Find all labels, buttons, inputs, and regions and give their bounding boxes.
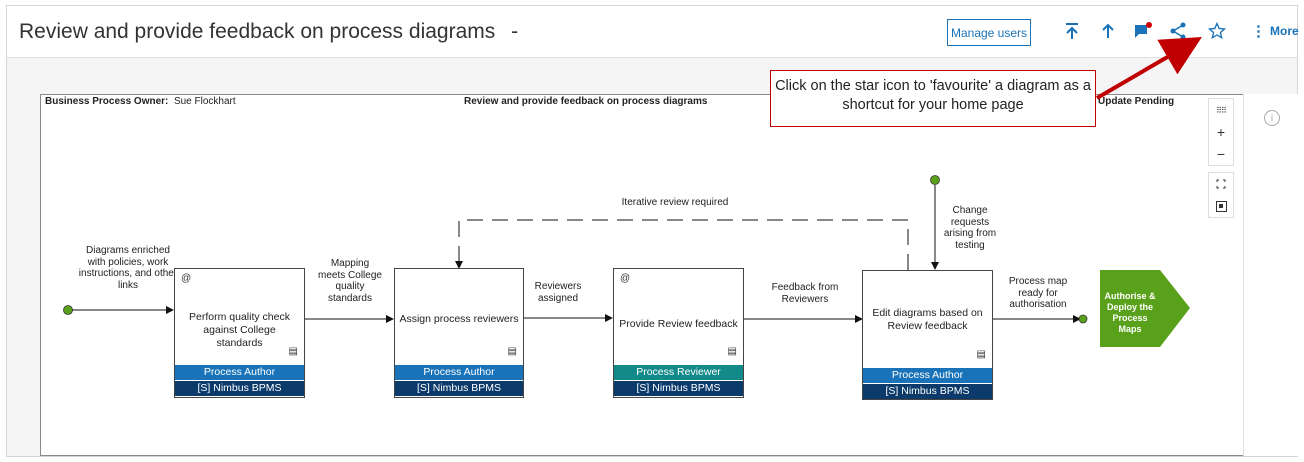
view-toolbar (1208, 172, 1234, 218)
page-title: Review and provide feedback on process d… (19, 20, 518, 44)
start-label: Diagrams enriched with policies, work in… (78, 245, 178, 291)
end-process-label: Authorise & Deploy the Process Maps (1104, 291, 1156, 334)
flow-label-mapping: Mapping meets College quality standards (318, 258, 382, 304)
change-start-event[interactable] (930, 175, 940, 185)
notes-icon[interactable]: ▤ (976, 349, 986, 360)
loop-label: Iterative review required (621, 197, 729, 208)
owner-label: Business Process Owner: (45, 96, 169, 107)
notes-icon[interactable]: ▤ (288, 346, 298, 357)
end-process-shape[interactable] (1100, 270, 1190, 347)
role-label: Process Reviewer (614, 365, 743, 380)
diagram-title: Review and provide feedback on process d… (464, 96, 708, 107)
business-process-owner: Business Process Owner: Sue Flockhart (45, 96, 236, 107)
status-label: Update Pending (1098, 96, 1175, 107)
jump-to-top-icon[interactable] (1061, 20, 1083, 42)
comments-icon[interactable] (1132, 20, 1154, 42)
page-title-text: Review and provide feedback on process d… (19, 20, 496, 43)
info-icon[interactable]: i (1264, 110, 1280, 126)
activity-provide-feedback[interactable]: @ Provide Review feedback ▤ Process Revi… (613, 268, 744, 398)
activity-quality-check[interactable]: @ Perform quality check against College … (174, 268, 305, 398)
activity-text: Perform quality check against College st… (189, 311, 290, 349)
title-dropdown[interactable]: - (511, 20, 519, 43)
star-icon[interactable] (1206, 20, 1228, 42)
activity-assign-reviewers[interactable]: Assign process reviewers ▤ Process Autho… (394, 268, 524, 398)
page-header: Review and provide feedback on process d… (7, 6, 1299, 58)
iterative-loop-connector (455, 219, 909, 270)
fit-to-screen-icon[interactable] (1209, 173, 1233, 195)
system-label: [S] Nimbus BPMS (395, 381, 523, 396)
activity-text: Provide Review feedback (619, 318, 738, 330)
flow-label-reviewers: Reviewers assigned (534, 281, 582, 304)
end-event[interactable] (1078, 314, 1088, 324)
up-arrow-icon[interactable] (1097, 20, 1119, 42)
system-label: [S] Nimbus BPMS (614, 381, 743, 396)
callout-arrow (1095, 36, 1202, 100)
flow-label-feedback: Feedback from Reviewers (771, 282, 839, 305)
more-vert-icon: ⋮ (1251, 23, 1266, 40)
attachment-icon[interactable]: @ (181, 273, 192, 284)
overview-map-icon[interactable] (1209, 195, 1233, 217)
zoom-in-button[interactable]: + (1216, 124, 1226, 140)
change-label: Change requests arising from testing (943, 205, 997, 251)
role-label: Process Author (175, 365, 304, 380)
tooltip-callout: Click on the star icon to 'favourite' a … (770, 70, 1096, 127)
role-label: Process Author (395, 365, 523, 380)
notes-icon[interactable]: ▤ (727, 346, 737, 357)
flow-label-ready: Process map ready for authorisation (1008, 276, 1068, 310)
manage-users-button[interactable]: Manage users (947, 19, 1031, 46)
side-panel: i (1243, 94, 1300, 456)
zoom-toolbar: ⠿⠿ + − (1208, 98, 1234, 166)
system-label: [S] Nimbus BPMS (175, 381, 304, 396)
attachment-icon[interactable]: @ (620, 273, 631, 284)
role-label: Process Author (863, 368, 992, 383)
activity-text: Assign process reviewers (399, 313, 519, 325)
zoom-out-button[interactable]: − (1216, 146, 1226, 162)
grip-icon[interactable]: ⠿⠿ (1216, 105, 1227, 115)
share-icon[interactable] (1167, 20, 1189, 42)
activity-text: Edit diagrams based on Review feedback (872, 307, 983, 332)
system-label: [S] Nimbus BPMS (863, 384, 992, 399)
start-event[interactable] (63, 305, 73, 315)
notes-icon[interactable]: ▤ (507, 346, 517, 357)
more-menu-button[interactable]: ⋮ More (1251, 22, 1299, 40)
owner-name: Sue Flockhart (173, 96, 236, 107)
more-label: More (1270, 24, 1299, 38)
activity-edit-diagrams[interactable]: Edit diagrams based on Review feedback ▤… (862, 270, 993, 400)
